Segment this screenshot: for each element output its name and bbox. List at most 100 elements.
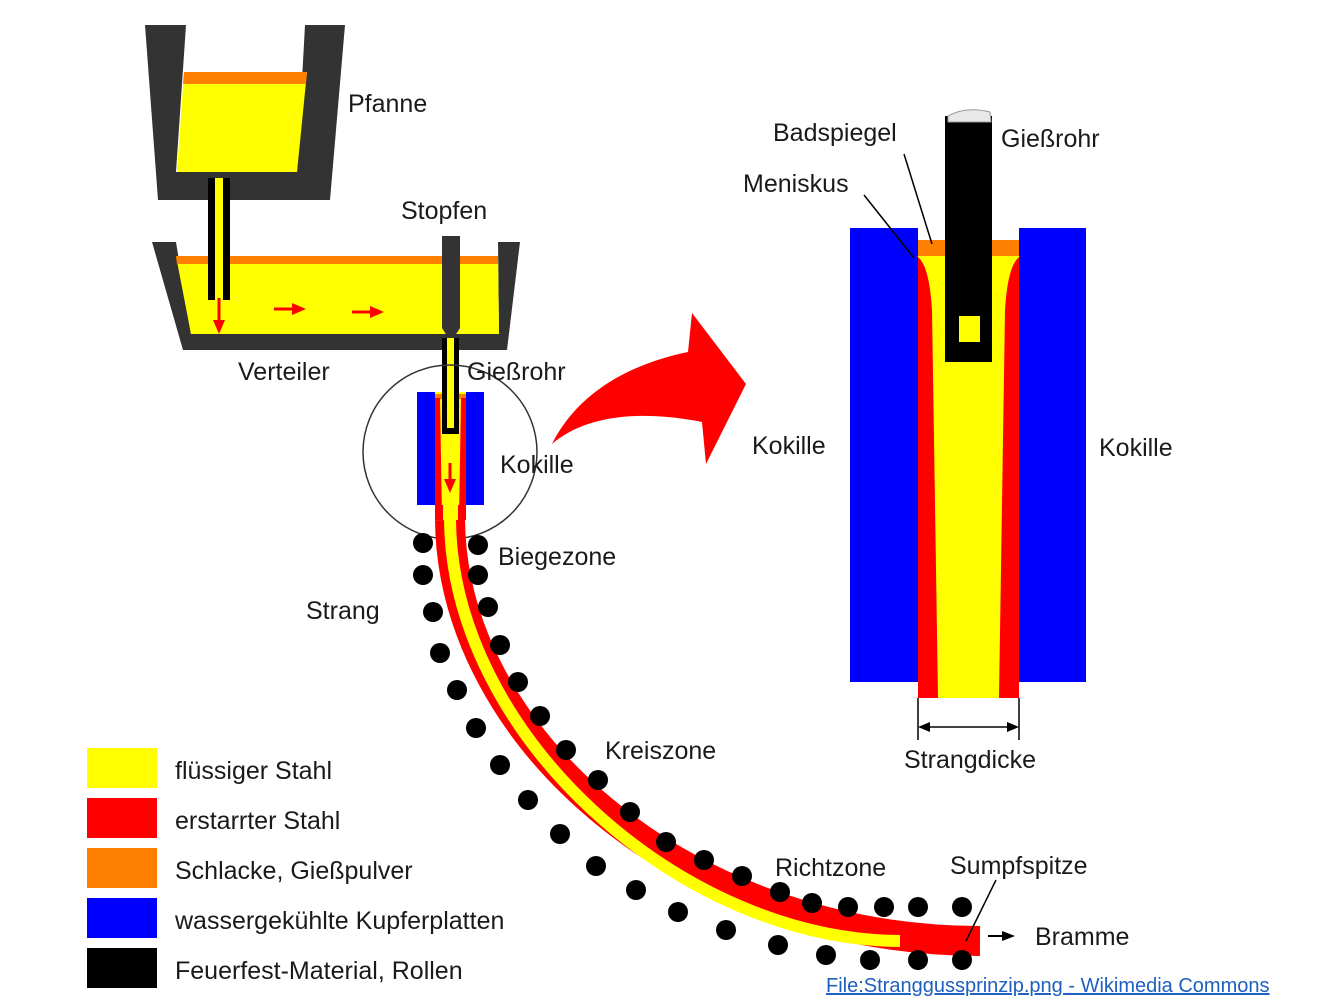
legend-item: Schlacke, Gießpulver (87, 848, 413, 888)
badspiegel-pointer (903, 153, 933, 245)
sumpfspitze-pointer (965, 879, 997, 942)
detail-copper-plate-right (1019, 228, 1086, 682)
wikimedia-credit-link[interactable]: File:Stranggussprinzip.png - Wikimedia C… (826, 975, 1270, 997)
roller (620, 802, 640, 822)
tundish-liquid-steel (176, 256, 499, 334)
roller (490, 755, 510, 775)
legend-swatch (87, 748, 157, 788)
label-richtzone: Richtzone (775, 854, 886, 882)
detail-label-meniskus: Meniskus (743, 170, 849, 198)
roller (732, 866, 752, 886)
roller (530, 706, 550, 726)
detail-label-kokille-right: Kokille (1099, 434, 1173, 462)
mould-detail (850, 109, 1086, 740)
roller (430, 643, 450, 663)
roller (508, 672, 528, 692)
roller (413, 565, 433, 585)
roller (550, 824, 570, 844)
label-pfanne: Pfanne (348, 90, 427, 118)
roller (466, 718, 486, 738)
ladle (145, 25, 345, 298)
stopper-rod (442, 236, 460, 342)
detail-pointer-arrow (552, 313, 746, 464)
meniskus-pointer (863, 194, 915, 259)
ladle-slag-layer (183, 72, 307, 84)
mould-small (417, 392, 484, 520)
tundish (152, 236, 520, 350)
roller (768, 935, 788, 955)
roller (626, 880, 646, 900)
label-strang: Strang (306, 597, 380, 625)
label-kokille: Kokille (500, 451, 574, 479)
roller (478, 597, 498, 617)
roller (556, 740, 576, 760)
roller (490, 635, 510, 655)
legend-swatch (87, 798, 157, 838)
detail-label-strangdicke: Strangdicke (904, 746, 1036, 774)
tundish-refractory (152, 242, 520, 350)
roller (413, 533, 433, 553)
roller (716, 920, 736, 940)
roller (447, 680, 467, 700)
detail-copper-plate-left (850, 228, 918, 682)
ladle-refractory (145, 25, 345, 200)
detail-label-kokille-left: Kokille (752, 432, 826, 460)
legend-item: flüssiger Stahl (87, 748, 332, 788)
roller (908, 897, 928, 917)
legend-item: wassergekühlte Kupferplatten (87, 898, 504, 938)
legend-swatch (87, 948, 157, 988)
legend-label: flüssiger Stahl (175, 757, 332, 785)
roller (468, 565, 488, 585)
flow-arrow (274, 303, 306, 315)
label-giessrohr: Gießrohr (467, 358, 566, 386)
detail-solid-shell-left (916, 256, 938, 698)
roller (668, 902, 688, 922)
roller (518, 790, 538, 810)
detail-label-giessrohr: Gießrohr (1001, 125, 1100, 153)
strand-liquid-core (444, 519, 901, 947)
strand (435, 519, 981, 956)
roller (588, 770, 608, 790)
mould-copper-plate-right (466, 392, 484, 520)
ladle-liquid-steel (177, 72, 307, 172)
roller (860, 950, 880, 970)
label-biegezone: Biegezone (498, 543, 616, 571)
roller (908, 950, 928, 970)
legend-label: erstarrter Stahl (175, 807, 340, 835)
legend: flüssiger Stahl erstarrter Stahl Schlack… (87, 748, 504, 988)
roller (838, 897, 858, 917)
legend-label: Feuerfest-Material, Rollen (175, 957, 463, 985)
roller (423, 602, 443, 622)
legend-item: erstarrter Stahl (87, 798, 340, 838)
mould-copper-plate-left (417, 392, 435, 520)
roller (656, 832, 676, 852)
roller (952, 897, 972, 917)
legend-item: Feuerfest-Material, Rollen (87, 948, 463, 988)
roller (952, 950, 972, 970)
roller (468, 535, 488, 555)
label-verteiler: Verteiler (238, 358, 330, 386)
roller (816, 945, 836, 965)
legend-swatch (87, 848, 157, 888)
label-stopfen: Stopfen (401, 197, 487, 225)
flow-arrow (444, 463, 456, 493)
legend-swatch (87, 898, 157, 938)
ladle-shroud-steel (215, 178, 223, 298)
legend-label: wassergekühlte Kupferplatten (174, 907, 504, 935)
bramme-arrow (988, 931, 1015, 941)
label-sumpfspitze: Sumpfspitze (950, 852, 1088, 880)
roller (874, 897, 894, 917)
roller (694, 850, 714, 870)
flow-arrow (352, 306, 384, 318)
detail-solid-shell-right (999, 256, 1021, 698)
label-bramme: Bramme (1035, 923, 1129, 951)
detail-label-badspiegel: Badspiegel (773, 119, 897, 147)
rollers (413, 533, 972, 970)
roller (770, 882, 790, 902)
tundish-slag-layer (176, 256, 498, 264)
flow-arrow (213, 298, 225, 334)
roller (802, 893, 822, 913)
legend-label: Schlacke, Gießpulver (175, 857, 413, 885)
roller (586, 856, 606, 876)
